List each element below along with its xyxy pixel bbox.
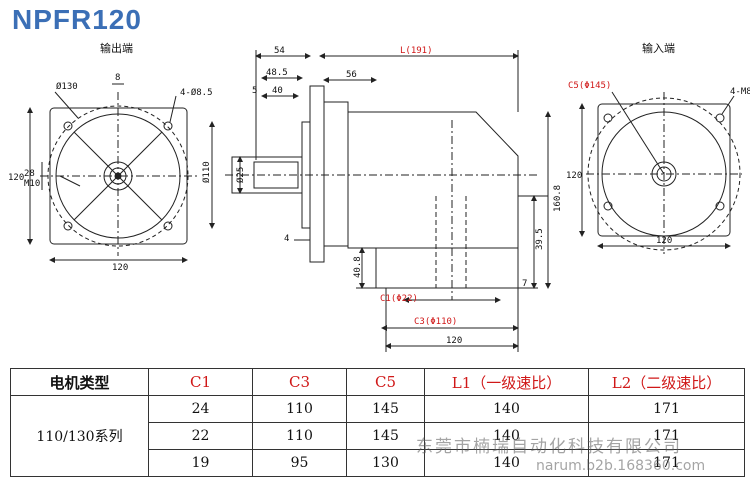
- dim-holes-in: 4-M8: [730, 87, 750, 97]
- bolt-hole: [63, 121, 73, 131]
- cell-c5: 130: [346, 449, 425, 477]
- bolt-hole: [163, 221, 173, 231]
- dim-d4: 4: [284, 234, 289, 244]
- technical-drawing: 输出端 Ø130 8 4-Ø8.5 120 28 M10 120: [8, 41, 750, 352]
- cell-c1: 19: [148, 449, 253, 477]
- cell-c1: 22: [148, 422, 253, 450]
- table-row: 19 95 130 140 171: [11, 449, 745, 477]
- dim-d25: Ø25: [235, 167, 246, 183]
- dim-d48-5: 48.5: [266, 68, 288, 78]
- header-c5: C5: [346, 368, 425, 396]
- watermark-site: narum.b2b.168360.com: [536, 458, 706, 474]
- dim-L: L(191): [400, 46, 433, 56]
- dim-d110: Ø110: [201, 161, 212, 183]
- dim-holes-out: 4-Ø8.5: [180, 87, 213, 98]
- dim-c1: C1(Φ22): [380, 294, 418, 304]
- dim-w120-left: 120: [112, 263, 128, 273]
- dim-d40: 40: [272, 86, 283, 96]
- cell-c5: 145: [346, 395, 425, 423]
- spec-table: 电机类型 C1 C3 C5 L1（一级速比） L2（二级速比） 110/130系…: [10, 368, 745, 477]
- cell-l2: 171: [588, 422, 745, 450]
- mounting-flange: [309, 85, 325, 263]
- watermark-company: 东莞市楠瑞自动化科技有限公司: [416, 437, 682, 457]
- dim-c3: C3(Φ110): [414, 317, 457, 327]
- cell-c5: 145: [346, 422, 425, 450]
- side-view: [209, 50, 551, 352]
- cell-c3: 110: [252, 422, 347, 450]
- cell-c3: 110: [252, 395, 347, 423]
- series-label: 110/130系列: [10, 395, 149, 477]
- cell-l2: 171: [588, 395, 745, 423]
- dim-d7: 7: [522, 279, 527, 289]
- bolt-hole: [603, 113, 613, 123]
- motor-adapter: [375, 247, 519, 289]
- dim-d40-8: 40.8: [353, 256, 363, 278]
- gear-housing: [347, 111, 519, 249]
- dim-d130: Ø130: [56, 81, 78, 92]
- dim-d8: 8: [115, 73, 120, 83]
- dim-h120-right: 120: [566, 171, 582, 181]
- cell-l1: 140: [424, 422, 589, 450]
- header-c1: C1: [148, 368, 253, 396]
- header-c3: C3: [252, 368, 347, 396]
- cell-l2: 171: [588, 449, 745, 477]
- gear-body: [323, 101, 349, 247]
- dim-d56: 56: [346, 70, 357, 80]
- input-end-label: 输入端: [642, 41, 675, 55]
- cell-c1: 24: [148, 395, 253, 423]
- bolt-hole: [603, 201, 613, 211]
- input-end-view: 输入端: [579, 41, 742, 254]
- cell-c3: 95: [252, 449, 347, 477]
- dim-d54: 54: [274, 46, 285, 56]
- product-title: NPFR120: [12, 4, 142, 35]
- header-l1: L1（一级速比）: [424, 368, 589, 396]
- dim-d28: 28: [24, 169, 35, 179]
- output-end-view: 输出端: [27, 41, 197, 263]
- bolt-hole: [163, 121, 173, 131]
- cell-l1: 140: [424, 449, 589, 477]
- dim-d39-5: 39.5: [535, 228, 545, 250]
- dim-d160-8: 160.8: [553, 185, 563, 212]
- bolt-hole: [63, 221, 73, 231]
- table-row: 22 110 145 140 171: [11, 422, 745, 450]
- table-header-row: 电机类型 C1 C3 C5 L1（一级速比） L2（二级速比）: [10, 368, 745, 396]
- dim-d5: 5: [252, 86, 257, 96]
- dim-c5: C5(Φ145): [568, 81, 611, 91]
- dim-w120-bottom: 120: [446, 336, 462, 346]
- output-end-label: 输出端: [100, 41, 133, 55]
- dim-w120-right: 120: [656, 236, 672, 246]
- bolt-hole: [715, 201, 725, 211]
- dim-m10: M10: [24, 179, 40, 189]
- cell-l1: 140: [424, 395, 589, 423]
- dim-h120-left: 120: [8, 173, 24, 183]
- bolt-hole: [715, 113, 725, 123]
- header-l2: L2（二级速比）: [588, 368, 745, 396]
- table-row: 110/130系列 24 110 145 140 171: [10, 395, 745, 477]
- header-motor-type: 电机类型: [10, 368, 149, 396]
